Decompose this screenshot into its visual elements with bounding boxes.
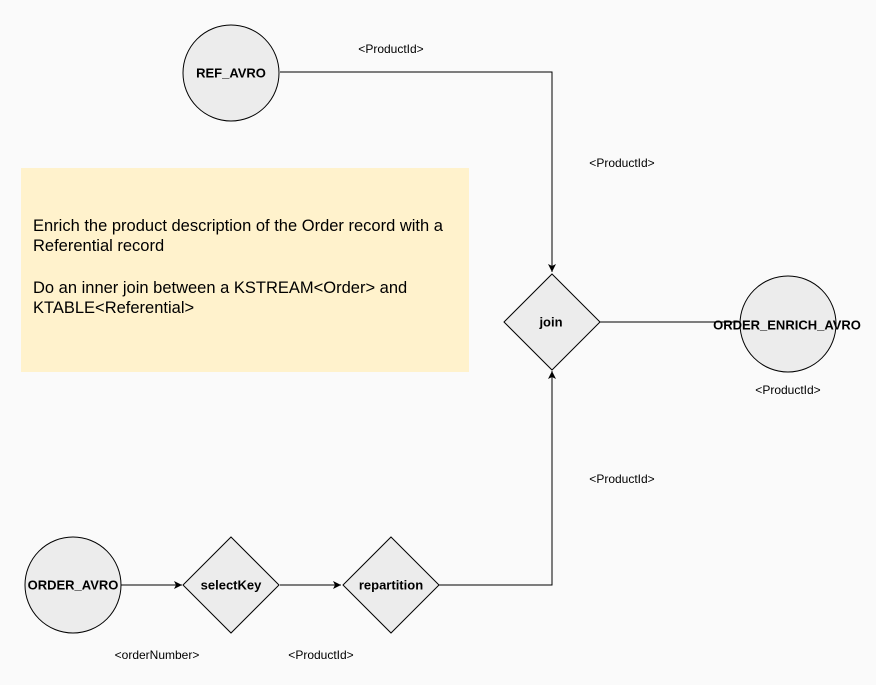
select-key-node[interactable] [182,536,280,634]
order-enrich-avro-node[interactable] [739,275,837,373]
repartition-label: repartition [358,577,424,593]
join-node[interactable] [503,273,601,371]
edge-repartition-to-join [439,371,556,586]
note-paragraph-1: Enrich the product description of the Or… [33,217,443,255]
ref-avro-label: REF_AVRO [196,65,266,81]
edge-label-ref-side: <ProductId> [589,156,655,170]
repartition-node[interactable] [342,536,440,634]
order-avro-label: ORDER_AVRO [27,577,119,593]
order-avro-node[interactable] [24,536,122,634]
note-paragraph-2: Do an inner join between a KSTREAM<Order… [33,279,408,317]
edge-label-enrich-below: <ProductId> [755,383,821,397]
edge-label-selectkey-below: <ProductId> [288,648,354,662]
edge-label-repartition-side: <ProductId> [589,472,655,486]
edge-label-order-below: <orderNumber> [114,648,200,662]
order-enrich-avro-label: ORDER_ENRICH_AVRO [713,317,861,333]
edge-ref-to-join [280,71,556,272]
select-key-label: selectKey [200,577,262,593]
ref-avro-node[interactable] [182,24,280,122]
edge-label-ref-top: <ProductId> [358,42,424,56]
join-label: join [539,314,563,330]
description-note: Enrich the product description of the Or… [21,168,469,372]
